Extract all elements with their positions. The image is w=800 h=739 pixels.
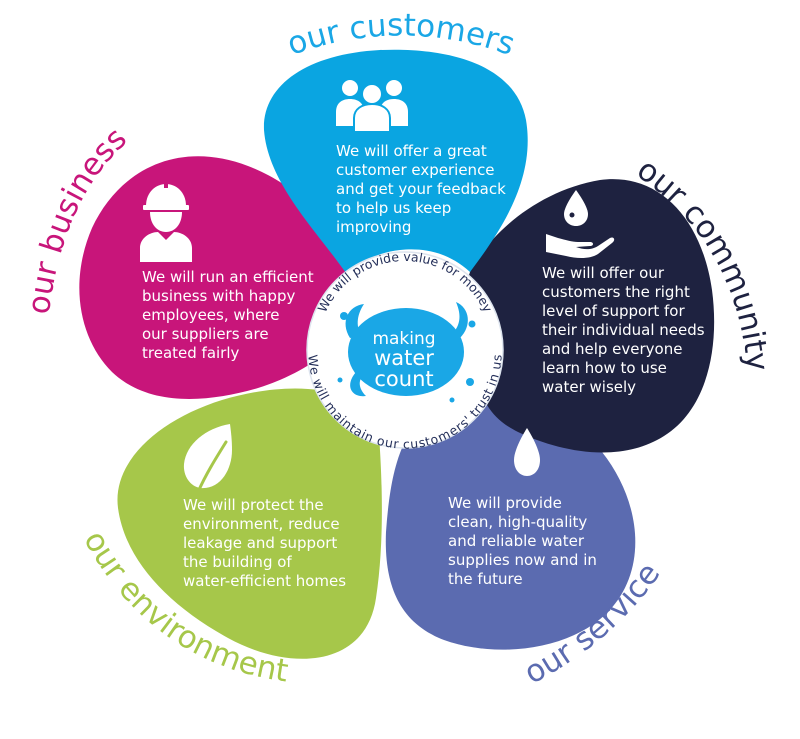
statement-line: clean, high-quality (448, 513, 588, 531)
statement-line: water-efficient homes (183, 572, 347, 590)
petal-customers (263, 49, 528, 277)
business-statement: We will run an efficient business with h… (142, 268, 314, 363)
statement-line: treated fairly (142, 344, 240, 362)
petal-environment (117, 388, 382, 659)
statement-line: We will run an efficient (142, 268, 314, 286)
water-drop-in-hand-icon (546, 190, 615, 259)
statement-line: We will offer a great (336, 142, 487, 160)
statement-line: the future (448, 570, 523, 588)
community-statement: We will offer our customers the right le… (542, 264, 705, 397)
water-splash-icon (337, 302, 476, 403)
statement-line: We will offer our (542, 264, 665, 282)
statement-line: environment, reduce (183, 515, 340, 533)
hard-hat-worker-icon (140, 180, 192, 262)
petal-service (385, 394, 636, 650)
statement-line: to help us keep (336, 199, 452, 217)
petal-community (465, 179, 715, 453)
statement-line: improving (336, 218, 412, 236)
statement-line: water wisely (542, 378, 637, 396)
petal-business (79, 156, 349, 399)
badge-line-2: water (374, 346, 434, 370)
statement-line: We will protect the (183, 496, 324, 514)
statement-line: and reliable water (448, 532, 585, 550)
statement-line: our suppliers are (142, 325, 269, 343)
statement-line: leakage and support (183, 534, 338, 552)
statement-line: their individual needs (542, 321, 705, 339)
service-statement: We will provide clean, high-quality and … (448, 494, 597, 589)
statement-line: learn how to use (542, 359, 667, 377)
badge-line-1: making (372, 329, 435, 349)
statement-line: customer experience (336, 161, 495, 179)
statement-line: customers the right (542, 283, 690, 301)
statement-line: the building of (183, 553, 292, 571)
leaf-icon (183, 424, 232, 494)
statement-line: level of support for (542, 302, 685, 320)
badge-line-3: count (374, 367, 433, 391)
statement-line: employees, where (142, 306, 280, 324)
water-drop-icon (514, 428, 540, 476)
environment-statement: We will protect the environment, reduce … (183, 496, 346, 591)
statement-line: business with happy (142, 287, 296, 305)
statement-line: We will provide (448, 494, 562, 512)
statement-line: and get your feedback (336, 180, 506, 198)
customers-statement: We will offer a great customer experienc… (336, 142, 506, 237)
statement-line: and help everyone (542, 340, 683, 358)
people-group-icon (336, 80, 408, 133)
statement-line: supplies now and in (448, 551, 597, 569)
